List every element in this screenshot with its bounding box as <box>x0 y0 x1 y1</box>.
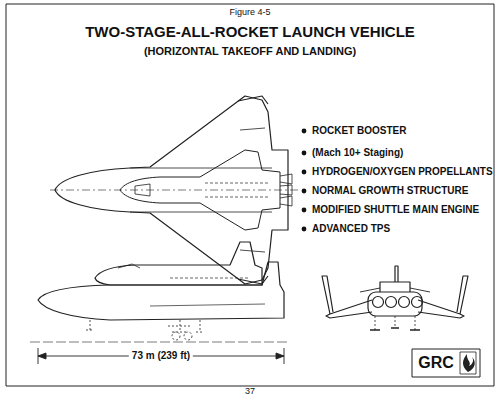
grc-logo <box>412 349 480 377</box>
side-view <box>30 242 290 342</box>
bullet-text: MODIFIED SHUTTLE MAIN ENGINE <box>312 204 479 215</box>
bullet-text: (Mach 10+ Staging) <box>312 147 403 158</box>
page-frame <box>6 4 494 386</box>
bullet-text: ADVANCED TPS <box>312 223 390 234</box>
logo-text: GRC <box>418 354 454 372</box>
page-number: 37 <box>245 387 255 397</box>
top-view <box>50 96 300 284</box>
subtitle: (HORIZONTAL TAKEOFF AND LANDING) <box>144 45 356 57</box>
bullet-dots <box>302 129 307 232</box>
bullet-text: HYDROGEN/OXYGEN PROPELLANTS <box>312 166 493 177</box>
dimension-line <box>38 348 284 364</box>
dimension-label: 73 m (239 ft) <box>129 350 193 361</box>
diagram-title: TWO-STAGE-ALL-ROCKET LAUNCH VEHICLE <box>85 24 415 41</box>
bullet-text: NORMAL GROWTH STRUCTURE <box>312 185 468 196</box>
bullet-text: ROCKET BOOSTER <box>312 125 406 136</box>
front-view <box>322 266 468 330</box>
figure-number: Figure 4-5 <box>229 8 270 18</box>
